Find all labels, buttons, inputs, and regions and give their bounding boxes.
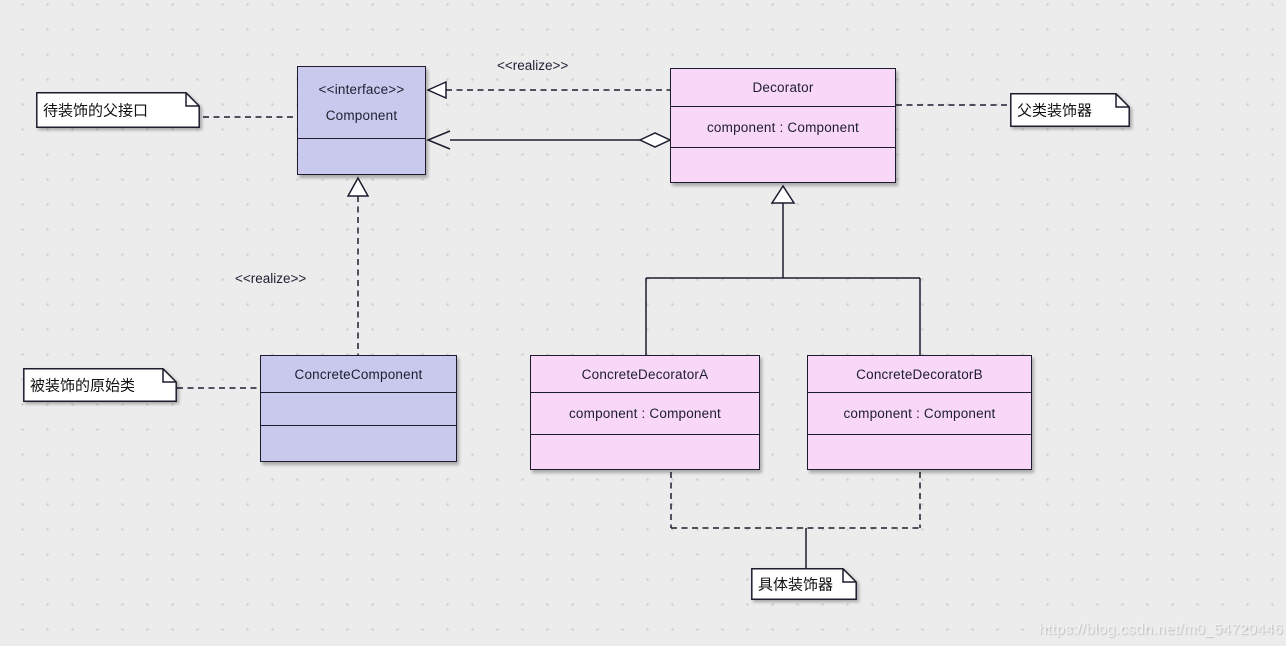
class-decorator-empty-compartment — [671, 147, 895, 182]
note-parent-interface-text: 待装饰的父接口 — [43, 102, 149, 120]
class-concrete-component-empty-operations — [261, 425, 456, 461]
note-shape — [1010, 93, 1130, 127]
note-fold-icon — [1115, 93, 1130, 108]
class-concrete-decorator-a-attribute: component : Component — [531, 392, 759, 434]
note-fold-icon — [842, 568, 857, 583]
class-decorator: Decorator component : Component — [670, 68, 896, 183]
note-parent-decorator-text: 父类装饰器 — [1017, 102, 1093, 120]
class-component-name: Component — [325, 108, 398, 123]
class-component-empty-compartment — [298, 138, 425, 174]
watermark-text: https://blog.csdn.net/m0_54720446 — [1038, 621, 1283, 638]
class-concrete-component-empty-attributes — [261, 392, 456, 425]
class-concrete-decorator-b-empty-operations — [808, 434, 1031, 469]
note-shape — [23, 368, 177, 402]
class-component: <<interface>> Component — [297, 66, 426, 175]
generalization-triangle-icon — [770, 184, 796, 204]
note-parent-decorator: 父类装饰器 — [1010, 93, 1130, 127]
note-shape — [36, 92, 200, 128]
note-concrete-decorator: 具体装饰器 — [751, 568, 857, 600]
class-concrete-decorator-a-name: ConcreteDecoratorA — [581, 366, 709, 382]
class-concrete-decorator-b-attribute: component : Component — [808, 392, 1031, 434]
class-concrete-decorator-a: ConcreteDecoratorA component : Component — [530, 355, 760, 470]
class-concrete-component: ConcreteComponent — [260, 355, 457, 462]
class-component-header: <<interface>> Component — [298, 67, 425, 138]
realize-top-triangle-icon — [426, 80, 447, 100]
note-fold-icon — [185, 92, 200, 107]
realize-label-top: <<realize>> — [497, 58, 569, 73]
note-concrete-decorator-text: 具体装饰器 — [758, 576, 834, 594]
class-concrete-decorator-b: ConcreteDecoratorB component : Component — [807, 355, 1032, 470]
note-parent-interface: 待装饰的父接口 — [36, 92, 200, 128]
note-fold-icon — [162, 368, 177, 383]
class-concrete-decorator-a-empty-operations — [531, 434, 759, 469]
note-shape — [751, 568, 857, 600]
class-concrete-component-name: ConcreteComponent — [294, 366, 423, 382]
class-decorator-name: Decorator — [752, 80, 814, 95]
realize-label-left: <<realize>> — [235, 271, 307, 286]
note-original-class-text: 被装饰的原始类 — [30, 377, 136, 395]
note-original-class: 被装饰的原始类 — [23, 368, 177, 402]
aggregation-open-arrow-icon — [426, 130, 451, 150]
class-component-stereotype: <<interface>> — [318, 82, 405, 97]
aggregation-diamond-icon — [638, 132, 672, 148]
class-decorator-attribute: component : Component — [671, 106, 895, 147]
class-concrete-decorator-b-name: ConcreteDecoratorB — [856, 366, 983, 382]
generalization-edges — [645, 203, 921, 355]
note-link-concrete-decorators — [670, 472, 921, 529]
realize-left-triangle-icon — [346, 176, 370, 197]
